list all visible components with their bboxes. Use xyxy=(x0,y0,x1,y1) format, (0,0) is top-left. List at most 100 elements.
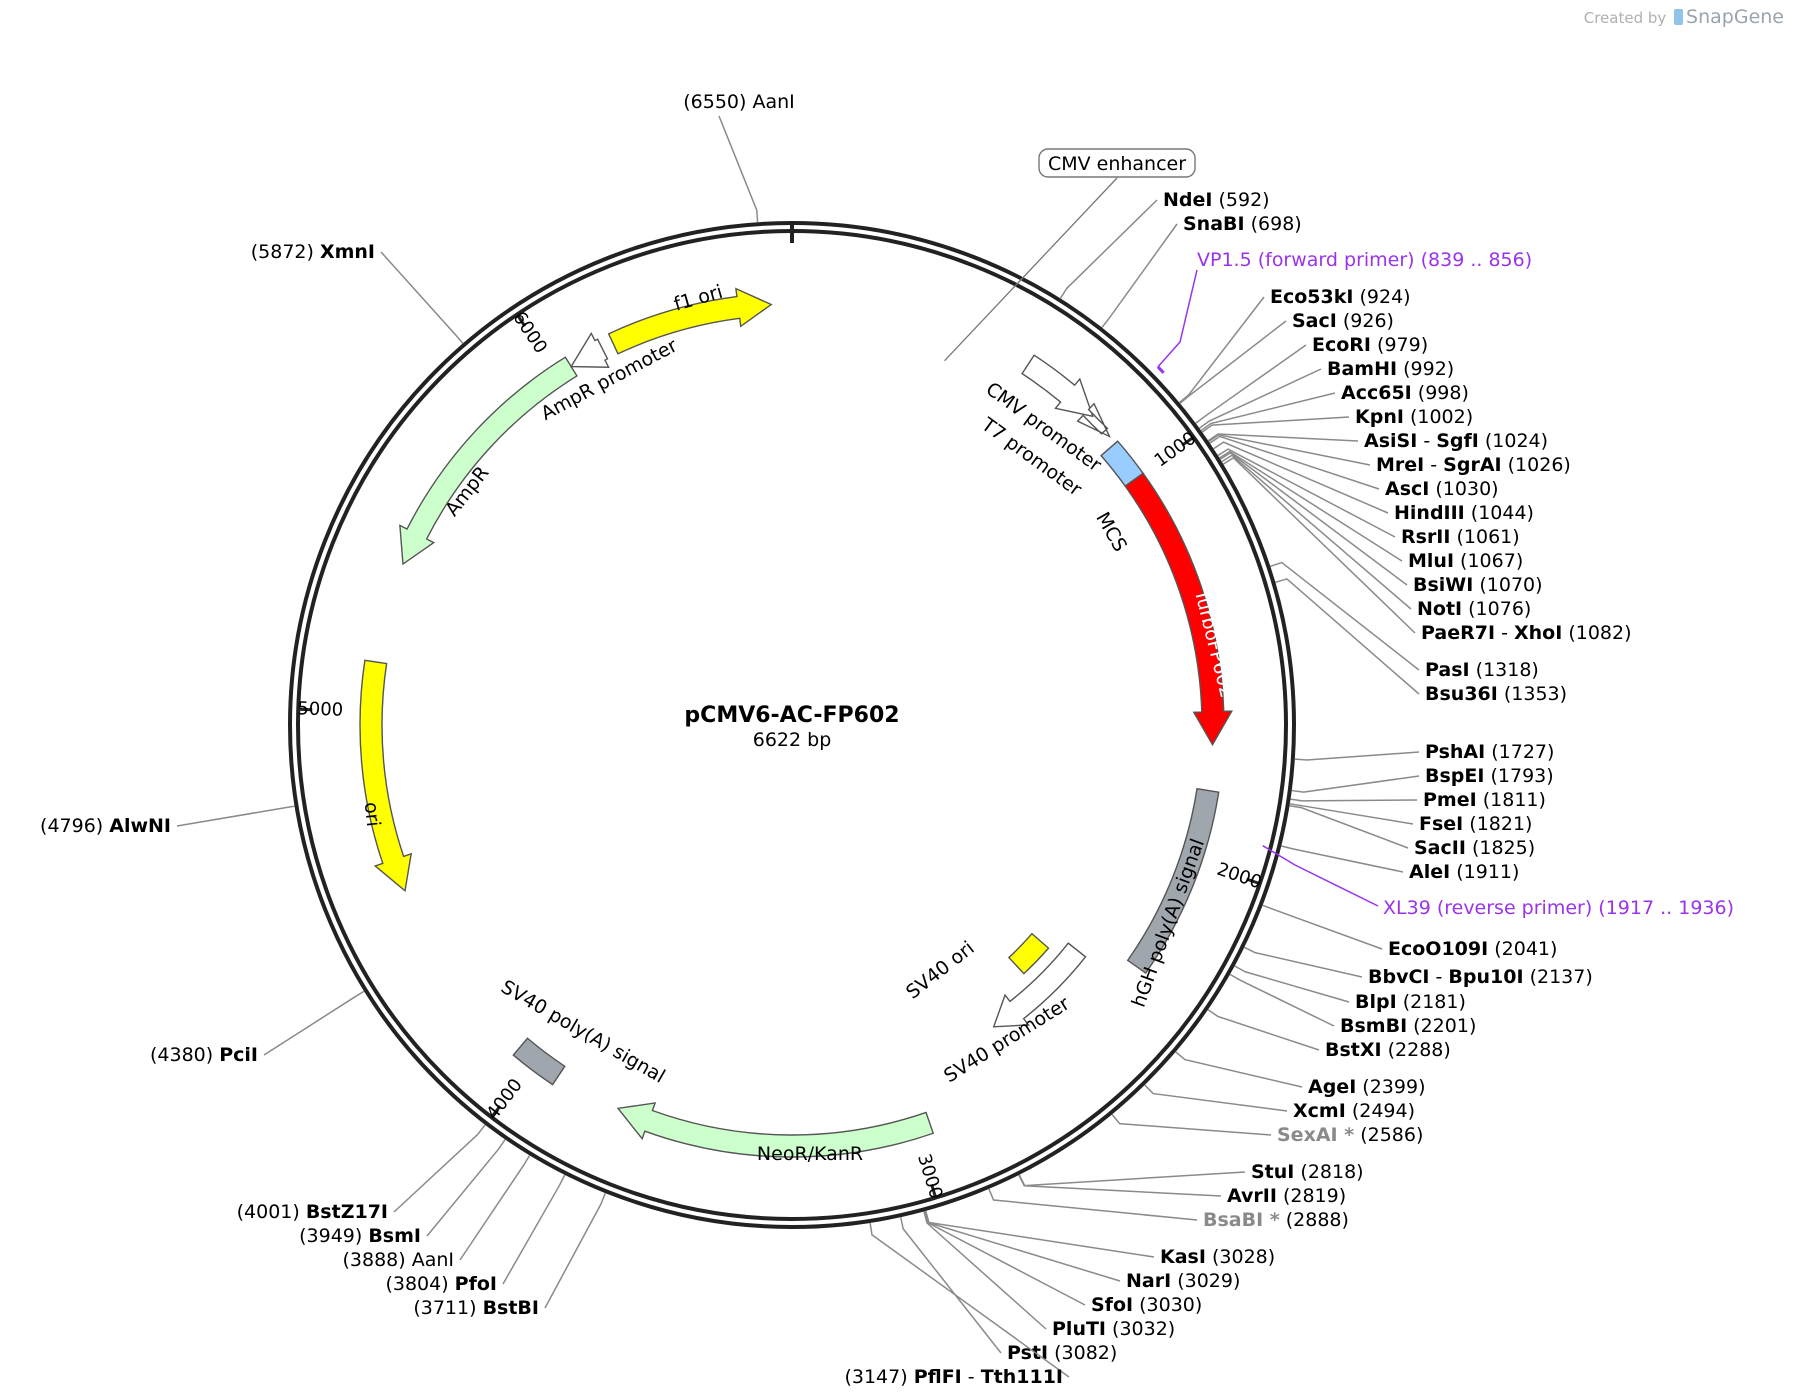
site-leader xyxy=(988,1188,1198,1221)
site-label-part: PluTI xyxy=(1052,1318,1106,1340)
hgh-polya-label: hGH poly(A) signal xyxy=(1128,836,1209,1010)
site-label: KpnI (1002) xyxy=(1355,406,1473,428)
site-label-part: BsaBI * xyxy=(1203,1209,1280,1231)
snapgene-logo-icon xyxy=(1674,9,1684,25)
xl39-leader xyxy=(1262,845,1379,907)
site-label-part: (1821) xyxy=(1463,813,1532,835)
sv40-polya-label: SV40 poly(A) signal xyxy=(497,976,669,1088)
site-label-part: PmeI xyxy=(1423,789,1477,811)
site-leader xyxy=(1275,578,1420,695)
site-label-part: (2818) xyxy=(1294,1161,1363,1183)
site-label-part: (2181) xyxy=(1397,991,1466,1013)
site-label: EcoO109I (2041) xyxy=(1388,938,1557,960)
vp15-leader xyxy=(1157,269,1198,368)
ampr-feature xyxy=(399,356,578,566)
site-label: HindIII (1044) xyxy=(1394,502,1534,524)
site-label: (6550) AanI xyxy=(683,91,795,113)
site-leader xyxy=(1059,199,1158,299)
scale-tick-label: 5000 xyxy=(297,698,343,720)
site-label-part: NotI xyxy=(1417,598,1462,620)
site-leader xyxy=(1207,433,1359,442)
site-label-part: (3028) xyxy=(1206,1246,1275,1268)
site-leader xyxy=(1213,441,1389,514)
site-label-part: PstI xyxy=(1007,1342,1048,1364)
site-label: (4001) BstZ17I xyxy=(237,1201,388,1223)
xl39-primer-label-part: (1917 .. 1936) xyxy=(1592,897,1734,919)
site-label-part: (1061) xyxy=(1450,526,1519,548)
site-label-part: XcmI xyxy=(1293,1100,1346,1122)
site-leader xyxy=(1270,561,1420,671)
site-leader xyxy=(393,1124,486,1213)
cmv-promoter-feature xyxy=(1021,354,1094,418)
site-label-part: (3029) xyxy=(1171,1270,1240,1292)
site-label: PluTI (3032) xyxy=(1052,1318,1175,1340)
site-label: (3888) AanI xyxy=(342,1249,454,1271)
site-label-part: Bsu36I xyxy=(1425,683,1498,705)
site-label-part: AgeI xyxy=(1308,1076,1356,1098)
site-label: SacI (926) xyxy=(1292,310,1394,332)
site-label: PstI (3082) xyxy=(1007,1342,1117,1364)
site-label: BstXI (2288) xyxy=(1325,1039,1451,1061)
sv40-ori-label: SV40 ori xyxy=(902,937,979,1004)
site-label: PasI (1318) xyxy=(1425,659,1539,681)
site-label: BsmBI (2201) xyxy=(1340,1015,1476,1037)
site-label: AscI (1030) xyxy=(1385,478,1499,500)
site-label: SacII (1825) xyxy=(1414,837,1535,859)
scale-tick xyxy=(515,313,527,328)
site-leader xyxy=(263,990,365,1056)
plasmid-length-part: 6622 bp xyxy=(753,729,832,751)
site-label: PmeI (1811) xyxy=(1423,789,1546,811)
site-label-part: NdeI xyxy=(1163,189,1212,211)
site-label-part: BstXI xyxy=(1325,1039,1382,1061)
site-leader xyxy=(1195,344,1307,424)
sv40-polya-feature xyxy=(512,1037,566,1086)
site-label-part: (4001) xyxy=(237,1201,306,1223)
site-label-part: (3949) xyxy=(299,1225,368,1247)
snapgene-credit: Created by SnapGene xyxy=(1584,6,1784,28)
site-label-part: FseI xyxy=(1419,813,1463,835)
site-label-part: (2137) xyxy=(1524,966,1593,988)
site-label-part: (1070) xyxy=(1473,574,1542,596)
site-label-part: AscI xyxy=(1385,478,1429,500)
site-label-part: NarI xyxy=(1126,1270,1171,1292)
site-label-part: (1825) xyxy=(1466,837,1535,859)
vp15-primer-label: VP1.5 (forward primer) (839 .. 856) xyxy=(1197,249,1532,271)
site-label-part: KpnI xyxy=(1355,406,1404,428)
site-leader xyxy=(1175,1051,1303,1088)
site-leader xyxy=(1294,751,1420,761)
site-label-part: Bpu10I xyxy=(1448,966,1523,988)
site-label-part: - xyxy=(1424,454,1443,476)
site-label-part: (1811) xyxy=(1477,789,1546,811)
cmv-enhancer-label-box xyxy=(1038,148,1196,178)
site-leader xyxy=(1229,973,1335,1027)
site-label: StuI (2818) xyxy=(1251,1161,1364,1183)
site-label-part: (998) xyxy=(1412,382,1469,404)
site-label-part: (4796) xyxy=(40,815,109,837)
scale-tick xyxy=(1246,877,1261,886)
site-label-part: (3147) xyxy=(844,1366,913,1388)
site-label-part: PasI xyxy=(1425,659,1470,681)
site-label: KasI (3028) xyxy=(1160,1246,1275,1268)
site-label-part: SgfI xyxy=(1436,430,1479,452)
site-label: Bsu36I (1353) xyxy=(1425,683,1567,705)
site-label-part: BsmBI xyxy=(1340,1015,1407,1037)
site-label-part: Tth111I xyxy=(981,1366,1063,1388)
site-label-part: PfoI xyxy=(455,1273,497,1295)
site-label-part: (3082) xyxy=(1048,1342,1117,1364)
t7-promoter-feature xyxy=(1076,402,1111,438)
site-leader xyxy=(924,1210,1121,1282)
site-label: BspEI (1793) xyxy=(1425,765,1554,787)
site-leader xyxy=(1217,448,1396,538)
site-leader xyxy=(1234,965,1350,1003)
f1-ori-feature xyxy=(607,287,773,355)
site-label-part: AleI xyxy=(1409,861,1450,883)
site-label: (3949) BsmI xyxy=(299,1225,421,1247)
ori-feature xyxy=(359,659,413,893)
site-leader xyxy=(1222,456,1416,634)
site-label: BlpI (2181) xyxy=(1355,991,1466,1013)
site-label-part: (3888) xyxy=(342,1249,411,1271)
site-label: Acc65I (998) xyxy=(1341,382,1469,404)
site-label-part: (6550) xyxy=(683,91,752,113)
site-label-part: (1318) xyxy=(1470,659,1539,681)
site-label-part: PshAI xyxy=(1425,741,1485,763)
